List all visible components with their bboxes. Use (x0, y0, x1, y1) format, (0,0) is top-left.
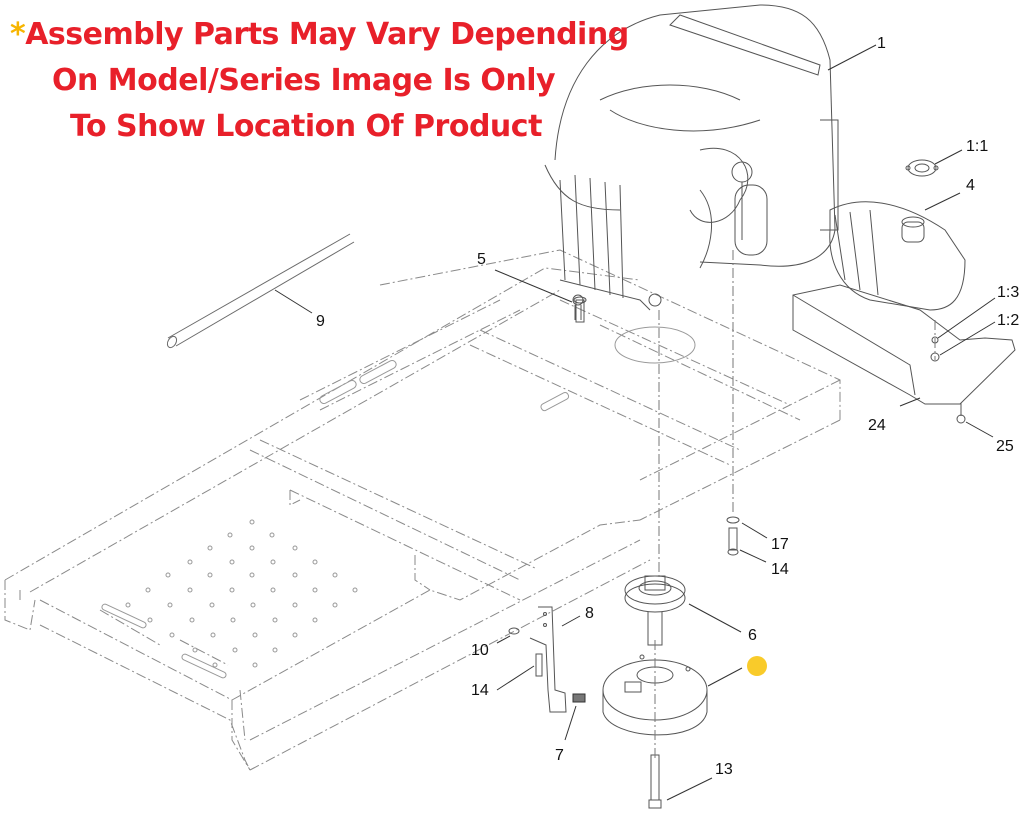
notice-line-3: To Show Location Of Product (70, 109, 542, 144)
callout-17: 17 (771, 536, 789, 553)
screw-part-25 (956, 403, 966, 424)
tube-part-9 (166, 233, 355, 349)
bolt-part-13 (648, 754, 662, 809)
washer-part-17 (726, 516, 740, 524)
callout-1-1: 1:1 (966, 138, 989, 155)
callout-10: 10 (471, 642, 489, 659)
notice-line-1-text: Assembly Parts May Vary Depending (25, 17, 629, 52)
callout-14-lower: 14 (471, 682, 489, 699)
notice-line-2: On Model/Series Image Is Only (52, 63, 556, 98)
notice-line-1: *Assembly Parts May Vary Depending (10, 12, 629, 58)
callout-6: 6 (748, 627, 757, 644)
leader-lines (274, 44, 996, 801)
callout-7: 7 (555, 747, 564, 764)
gasket-part-1-1 (905, 159, 939, 177)
muffler-part-4 (829, 201, 966, 311)
engine-part-1 (544, 4, 839, 320)
callout-24: 24 (868, 417, 886, 434)
callout-25: 25 (996, 438, 1014, 455)
asterisk-icon: * (10, 17, 26, 52)
callout-5: 5 (477, 251, 486, 268)
bracket-part-8 (529, 606, 567, 713)
callout-8: 8 (585, 605, 594, 622)
bolt-part-5 (573, 296, 587, 323)
floor-holes (101, 326, 696, 679)
bolt-part-14-upper (727, 527, 739, 556)
callout-4: 4 (966, 177, 975, 194)
nut-part-10 (508, 627, 520, 635)
callout-1-2: 1:2 (997, 312, 1020, 329)
callout-1: 1 (877, 35, 886, 52)
callout-13: 13 (715, 761, 733, 778)
heat-shield-part-24 (792, 284, 1016, 405)
connector-part-7 (572, 693, 586, 703)
product-location-marker (747, 656, 767, 676)
pulley-part-6 (624, 575, 686, 646)
callout-14-upper: 14 (771, 561, 789, 578)
bolt-part-14-lower (535, 653, 543, 677)
callout-1-3: 1:3 (997, 284, 1020, 301)
chassis-frame (4, 249, 841, 771)
callout-9: 9 (316, 313, 325, 330)
